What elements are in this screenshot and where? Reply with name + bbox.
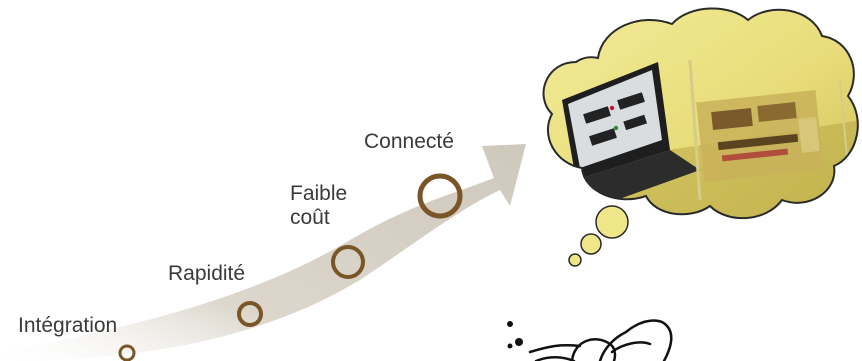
thought-bubble-dot-small bbox=[568, 253, 582, 267]
step-label-faible-cout-line1: Faible bbox=[290, 182, 348, 205]
thought-bubble-dot-medium bbox=[580, 233, 602, 255]
thought-bubble-dot-large bbox=[595, 205, 629, 239]
step-label-rapidite: Rapidité bbox=[168, 262, 246, 285]
milestone-ring-integration bbox=[118, 344, 136, 361]
doodle-dot-3 bbox=[507, 343, 513, 349]
milestone-ring-faible-cout bbox=[331, 245, 365, 279]
milestone-ring-connecte bbox=[417, 173, 463, 219]
doodle-sketch bbox=[507, 319, 673, 361]
step-label-connecte: Connecté bbox=[364, 130, 454, 153]
step-label-faible-cout-line2: coût bbox=[290, 206, 330, 229]
thought-bubble-photo bbox=[543, 8, 858, 219]
thought-bubble-cloud bbox=[542, 7, 859, 220]
step-label-faible-cout: Faible coût bbox=[290, 182, 347, 230]
electronics-board-icon bbox=[688, 59, 851, 201]
step-label-integration: Intégration bbox=[18, 314, 118, 337]
laptop-icon bbox=[562, 62, 700, 206]
doodle-dot-1 bbox=[507, 321, 513, 327]
growth-arrow bbox=[0, 144, 526, 361]
doodle-dot-2 bbox=[515, 338, 523, 346]
milestone-ring-rapidite bbox=[237, 301, 263, 327]
